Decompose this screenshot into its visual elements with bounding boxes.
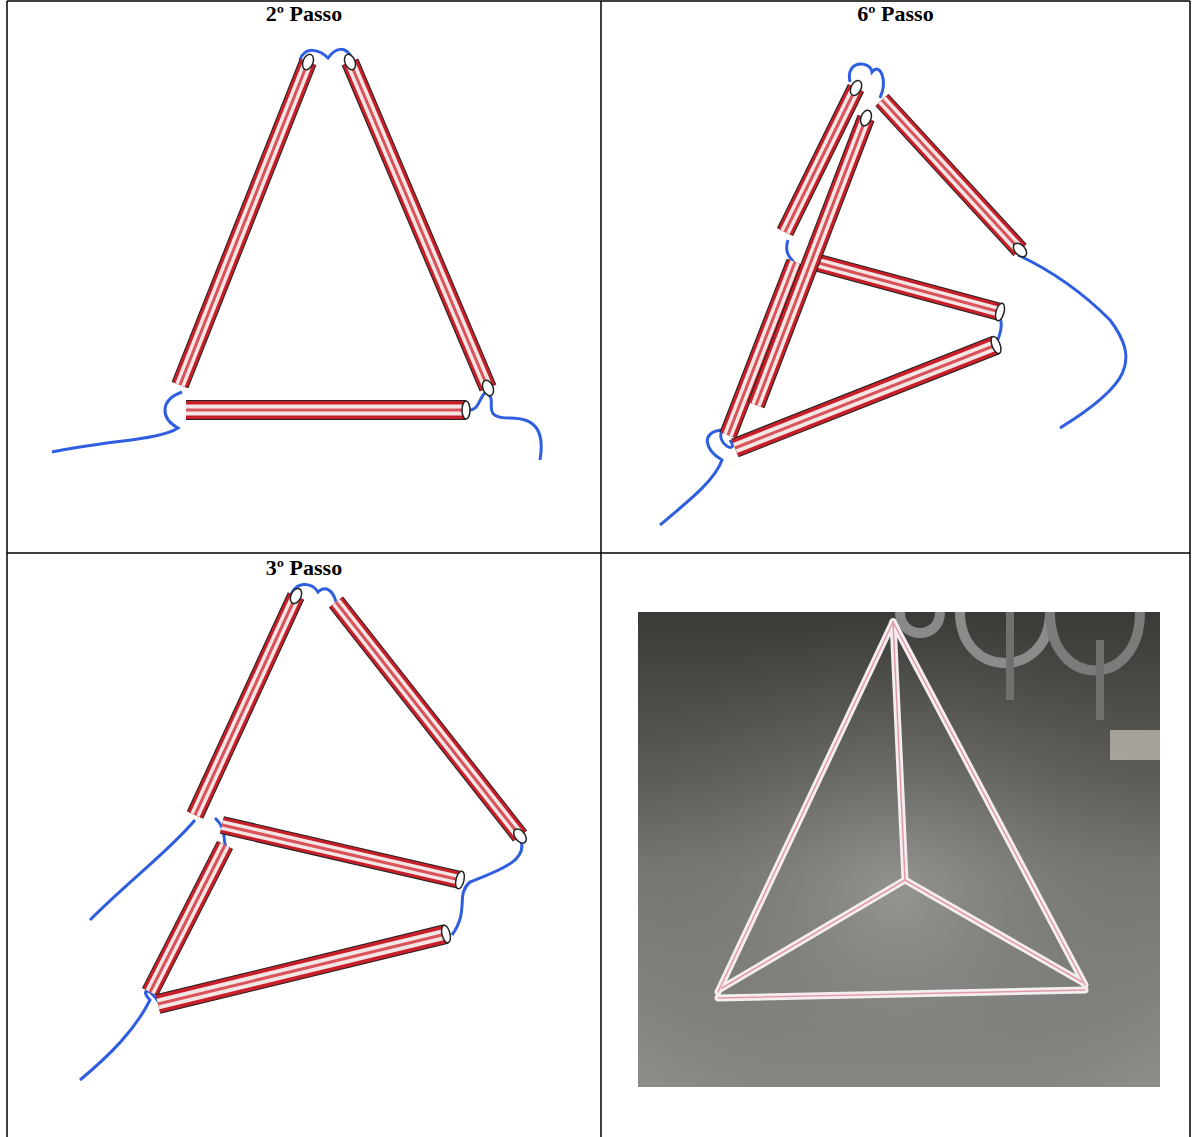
step-heading: 6º Passo (601, 1, 1190, 27)
photo (638, 612, 1160, 1087)
table-grid (7, 1, 1190, 1137)
step-3-figure (80, 584, 529, 1080)
step-heading: 3º Passo (7, 555, 601, 581)
step-6-figure (660, 64, 1126, 525)
step-2-figure (52, 49, 541, 460)
step-heading: 2º Passo (7, 1, 601, 27)
